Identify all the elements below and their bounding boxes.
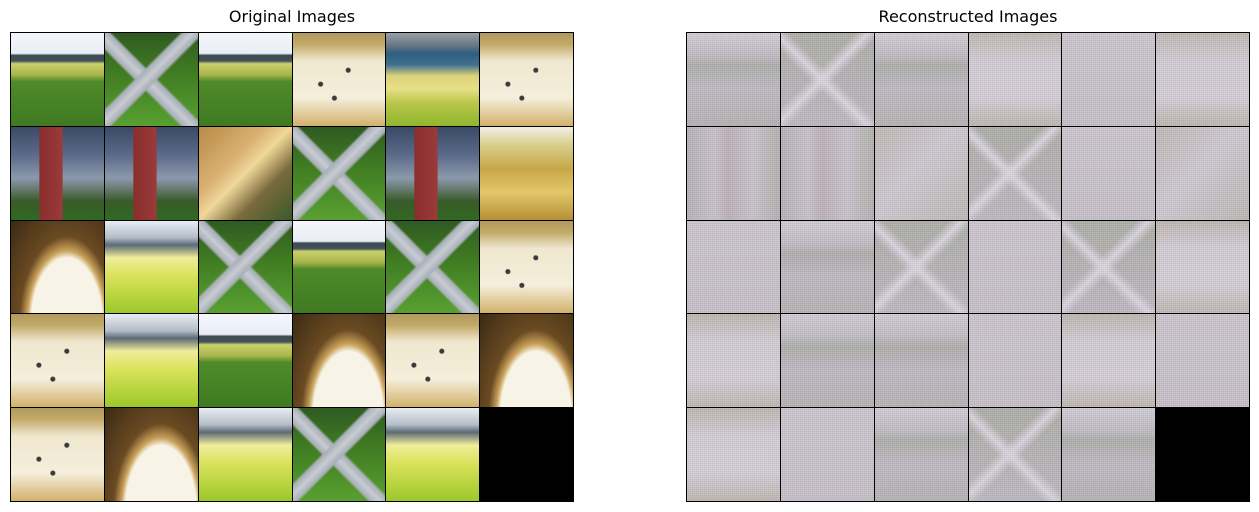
reconstructed-image-tile [874,33,968,126]
reconstructed-images-title: Reconstructed Images [878,7,1058,26]
reconstructed-image-tile [968,33,1062,126]
reconstructed-image-tile [968,220,1062,314]
reconstructed-image-tile [780,220,874,314]
original-image-tile [11,126,104,220]
reconstructed-image-tile [874,408,968,501]
original-image-tile [386,314,480,408]
original-image-tile [386,220,480,314]
original-image-tile [480,126,573,220]
reconstructed-image-tile [1062,220,1156,314]
reconstructed-image-tile [968,408,1062,501]
reconstructed-empty-tile [1156,408,1249,501]
reconstructed-images-grid [686,32,1250,502]
original-image-tile [198,126,292,220]
reconstructed-image-tile [780,126,874,220]
original-images-grid [10,32,574,502]
original-image-tile [198,408,292,501]
original-image-tile [198,220,292,314]
original-image-tile [292,33,386,126]
original-image-tile [292,220,386,314]
original-image-tile [104,408,198,501]
reconstructed-image-tile [1156,314,1249,408]
reconstructed-image-tile [687,33,780,126]
original-image-tile [386,126,480,220]
reconstructed-image-tile [780,408,874,501]
original-empty-tile [480,408,573,501]
reconstructed-image-tile [968,314,1062,408]
reconstructed-image-tile [687,408,780,501]
reconstructed-image-tile [874,220,968,314]
reconstructed-image-tile [687,314,780,408]
original-image-tile [104,314,198,408]
original-image-tile [292,126,386,220]
original-image-tile [11,220,104,314]
original-image-tile [198,314,292,408]
original-image-tile [480,33,573,126]
original-image-tile [104,33,198,126]
original-image-tile [11,314,104,408]
reconstructed-image-tile [1062,408,1156,501]
reconstructed-image-tile [780,33,874,126]
reconstructed-image-tile [687,126,780,220]
original-image-tile [198,33,292,126]
reconstructed-image-tile [1062,126,1156,220]
reconstructed-image-tile [1156,126,1249,220]
reconstructed-image-tile [874,126,968,220]
original-image-tile [292,314,386,408]
original-image-tile [480,314,573,408]
original-image-tile [292,408,386,501]
reconstructed-image-tile [1062,33,1156,126]
reconstructed-image-tile [874,314,968,408]
reconstructed-image-tile [780,314,874,408]
original-image-tile [386,33,480,126]
reconstructed-image-tile [1062,314,1156,408]
original-image-tile [104,220,198,314]
reconstructed-image-tile [687,220,780,314]
original-image-tile [480,220,573,314]
reconstructed-image-tile [968,126,1062,220]
original-image-tile [104,126,198,220]
original-image-tile [11,33,104,126]
original-image-tile [11,408,104,501]
reconstructed-image-tile [1156,220,1249,314]
original-images-title: Original Images [228,7,356,26]
reconstructed-image-tile [1156,33,1249,126]
original-image-tile [386,408,480,501]
